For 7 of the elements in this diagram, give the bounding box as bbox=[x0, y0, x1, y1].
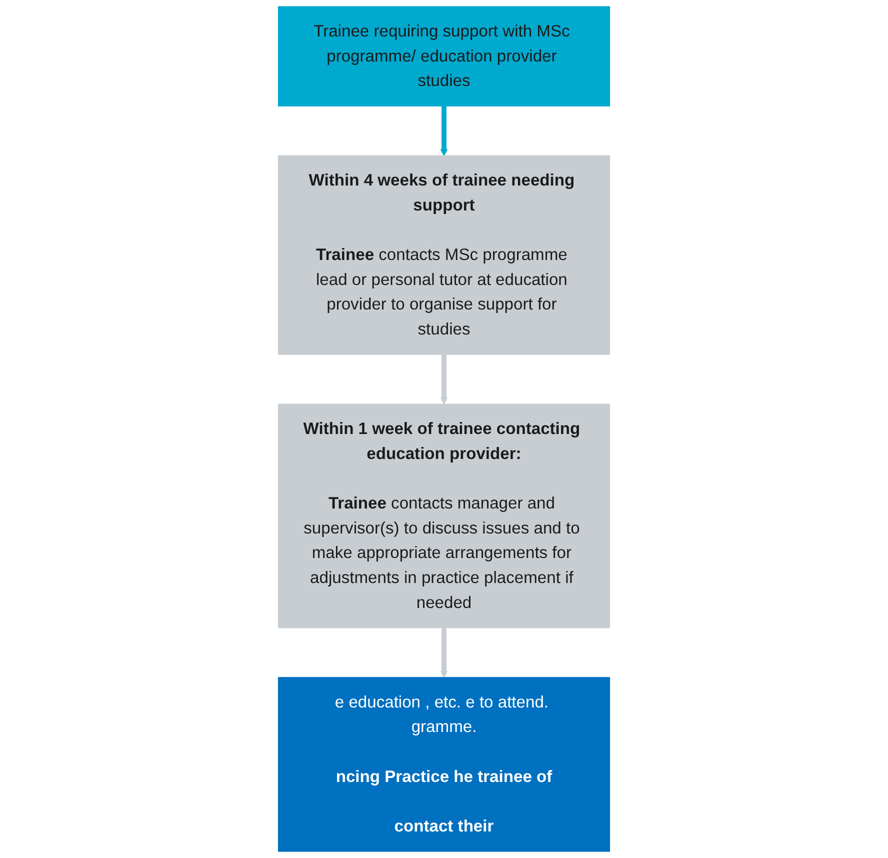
arrow bbox=[440, 354, 448, 404]
node-box: e education , etc. e to attend. gramme. ncing Practice he trainee of contact their bbox=[278, 677, 610, 852]
node-box: Trainee requiring support with MSc programme/ education provider studies bbox=[278, 6, 610, 106]
node-box: Within 4 weeks of trainee needing support Trainee contacts MSc programme lead or personal tutor at education provider to organise support for studies bbox=[278, 155, 610, 355]
arrow bbox=[440, 106, 448, 156]
node-box: Within 1 week of trainee contacting education provider: Trainee contacts manager and supervisor(s) to discuss issues and to make appropriate arrangements for adjustments in practice placement if needed bbox=[278, 404, 610, 628]
arrow bbox=[440, 628, 448, 678]
